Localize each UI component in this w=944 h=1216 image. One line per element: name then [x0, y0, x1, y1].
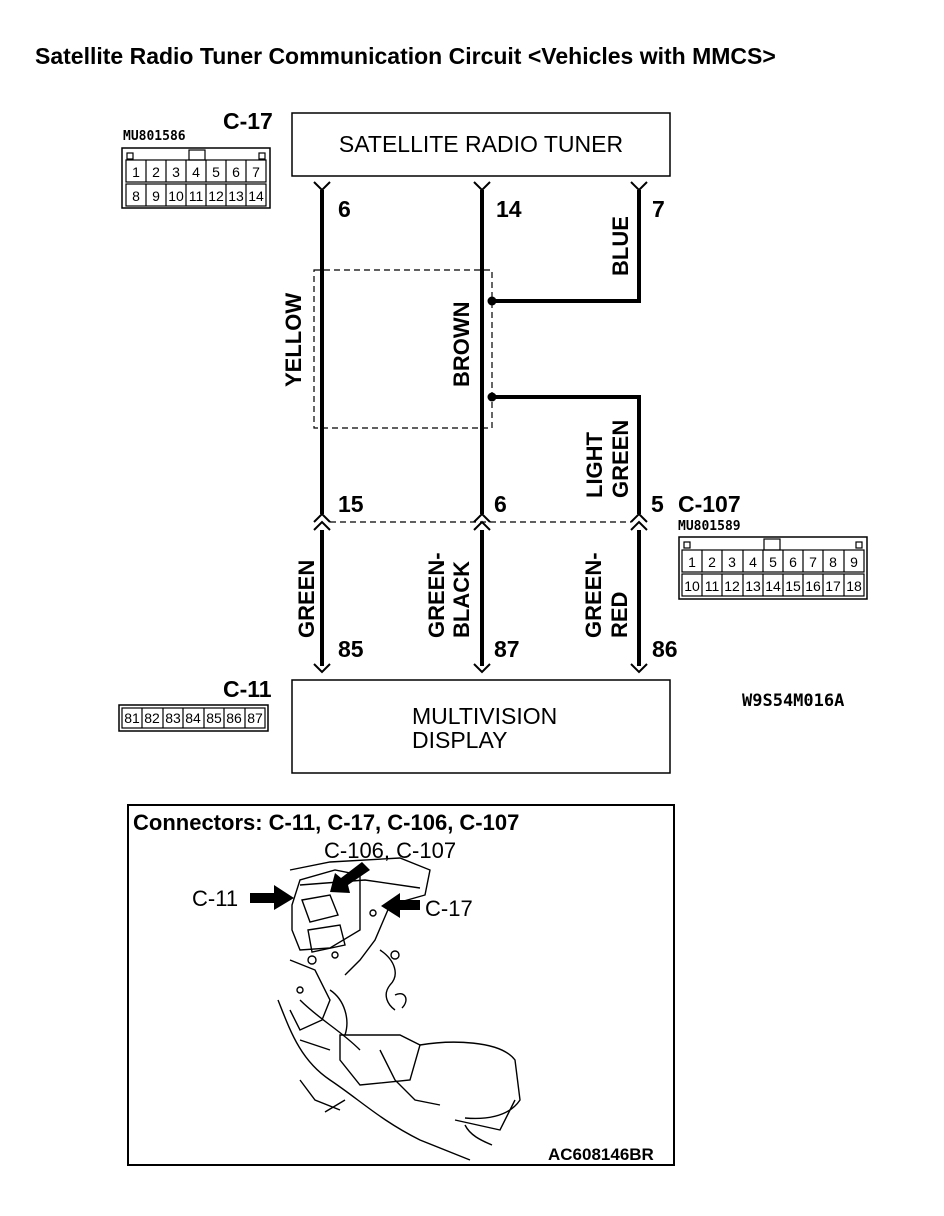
pin-display-green-red: 86 — [652, 636, 678, 662]
c107-connector-face: 1 2 3 4 5 6 7 8 9 10 11 12 13 14 15 16 1… — [678, 536, 868, 600]
c11-cell: 81 — [124, 710, 140, 726]
c17-cell: 14 — [248, 188, 264, 204]
c11-cell: 83 — [165, 710, 181, 726]
c11-connector-face: 81 82 83 84 85 86 87 — [118, 704, 269, 732]
c11-pin-markers — [313, 663, 648, 674]
c11-cell: 87 — [247, 710, 263, 726]
c107-cell: 16 — [805, 578, 821, 594]
splice-dot — [487, 296, 497, 306]
c107-part-number: MU801589 — [678, 519, 741, 534]
c107-cell: 17 — [825, 578, 841, 594]
c107-cell: 7 — [809, 554, 817, 570]
satellite-radio-tuner-box — [291, 112, 671, 177]
c17-cell: 11 — [189, 188, 204, 204]
c107-cell: 10 — [684, 578, 700, 594]
label-light: LIGHT — [582, 431, 607, 498]
c107-cell: 18 — [846, 578, 862, 594]
c17-cell: 8 — [132, 188, 140, 204]
c107-cell: 2 — [708, 554, 716, 570]
c17-cell: 6 — [232, 164, 240, 180]
label-light-green: GREEN — [608, 420, 633, 498]
c17-part-number: MU801586 — [123, 129, 186, 144]
pin-tuner-yellow: 6 — [338, 196, 351, 222]
c17-cell: 3 — [172, 164, 180, 180]
c11-cell: 82 — [144, 710, 160, 726]
c17-cell: 10 — [168, 188, 184, 204]
c17-cell: 13 — [228, 188, 244, 204]
arrow-c106-c107 — [330, 862, 370, 893]
c107-cell: 3 — [728, 554, 736, 570]
photo-label-c11: C-11 — [192, 886, 238, 911]
c107-cell: 5 — [769, 554, 777, 570]
multivision-display-box — [291, 679, 671, 774]
c17-cell: 1 — [132, 164, 140, 180]
label-green-black-2: BLACK — [449, 561, 474, 638]
console-line-drawing — [277, 857, 521, 1161]
c17-cell: 5 — [212, 164, 220, 180]
arrow-c17 — [381, 893, 420, 918]
c107-cell: 6 — [789, 554, 797, 570]
c17-cell: 12 — [208, 188, 224, 204]
photo-code: AC608146BR — [548, 1145, 654, 1164]
label-green-red-1: GREEN- — [581, 552, 606, 638]
label-green-red-2: RED — [607, 592, 632, 638]
wire-light-green — [492, 395, 641, 514]
multivision-display-label-line1: MULTIVISION — [412, 703, 557, 729]
c17-cell: 2 — [152, 164, 160, 180]
wire-blue — [492, 190, 641, 303]
pin-display-green-black: 87 — [494, 636, 520, 662]
c11-cell: 85 — [206, 710, 222, 726]
c17-connector-id: C-17 — [223, 108, 273, 134]
c17-pin-markers — [313, 181, 648, 192]
c17-cell: 4 — [192, 164, 200, 180]
pin-junction-b: 6 — [494, 491, 507, 517]
shielded-section-outline — [313, 269, 493, 429]
satellite-radio-tuner-label: SATELLITE RADIO TUNER — [339, 131, 623, 157]
label-brown: BROWN — [449, 301, 474, 387]
diagram-code: W9S54M016A — [742, 691, 844, 711]
c107-cell: 12 — [724, 578, 740, 594]
arrow-c11 — [250, 885, 294, 910]
label-green-black-1: GREEN- — [424, 552, 449, 638]
photo-title: Connectors: C-11, C-17, C-106, C-107 — [133, 810, 519, 835]
pin-tuner-brown: 14 — [496, 196, 522, 222]
pin-junction-a: 15 — [338, 491, 364, 517]
c107-cell: 1 — [688, 554, 696, 570]
label-green: GREEN — [294, 560, 319, 638]
c107-cell: 14 — [765, 578, 781, 594]
c107-cell: 8 — [829, 554, 837, 570]
pin-display-green: 85 — [338, 636, 364, 662]
multivision-display-label-line2: DISPLAY — [412, 727, 507, 753]
diagram-title: Satellite Radio Tuner Communication Circ… — [35, 43, 776, 69]
c11-connector-id: C-11 — [223, 676, 272, 702]
photo-label-c17: C-17 — [425, 896, 473, 921]
c17-cell: 7 — [252, 164, 260, 180]
label-yellow: YELLOW — [281, 293, 306, 387]
c107-cell: 13 — [745, 578, 761, 594]
c107-connector-id: C-107 — [678, 491, 741, 517]
connector-location-photo: Connectors: C-11, C-17, C-106, C-107 C-1… — [127, 804, 675, 1166]
c17-connector-face: 1 2 3 4 5 6 7 8 9 10 11 12 13 14 — [121, 147, 271, 209]
c11-cell: 86 — [226, 710, 242, 726]
c107-cell: 15 — [785, 578, 801, 594]
c17-cell: 9 — [152, 188, 160, 204]
pin-junction-c: 5 — [651, 491, 664, 517]
c107-cell: 9 — [850, 554, 858, 570]
pin-tuner-blue: 7 — [652, 196, 665, 222]
c11-cell: 84 — [185, 710, 201, 726]
c107-cell: 11 — [705, 578, 720, 594]
label-blue: BLUE — [608, 216, 633, 276]
c107-cell: 4 — [749, 554, 757, 570]
photo-arrows — [250, 862, 420, 918]
